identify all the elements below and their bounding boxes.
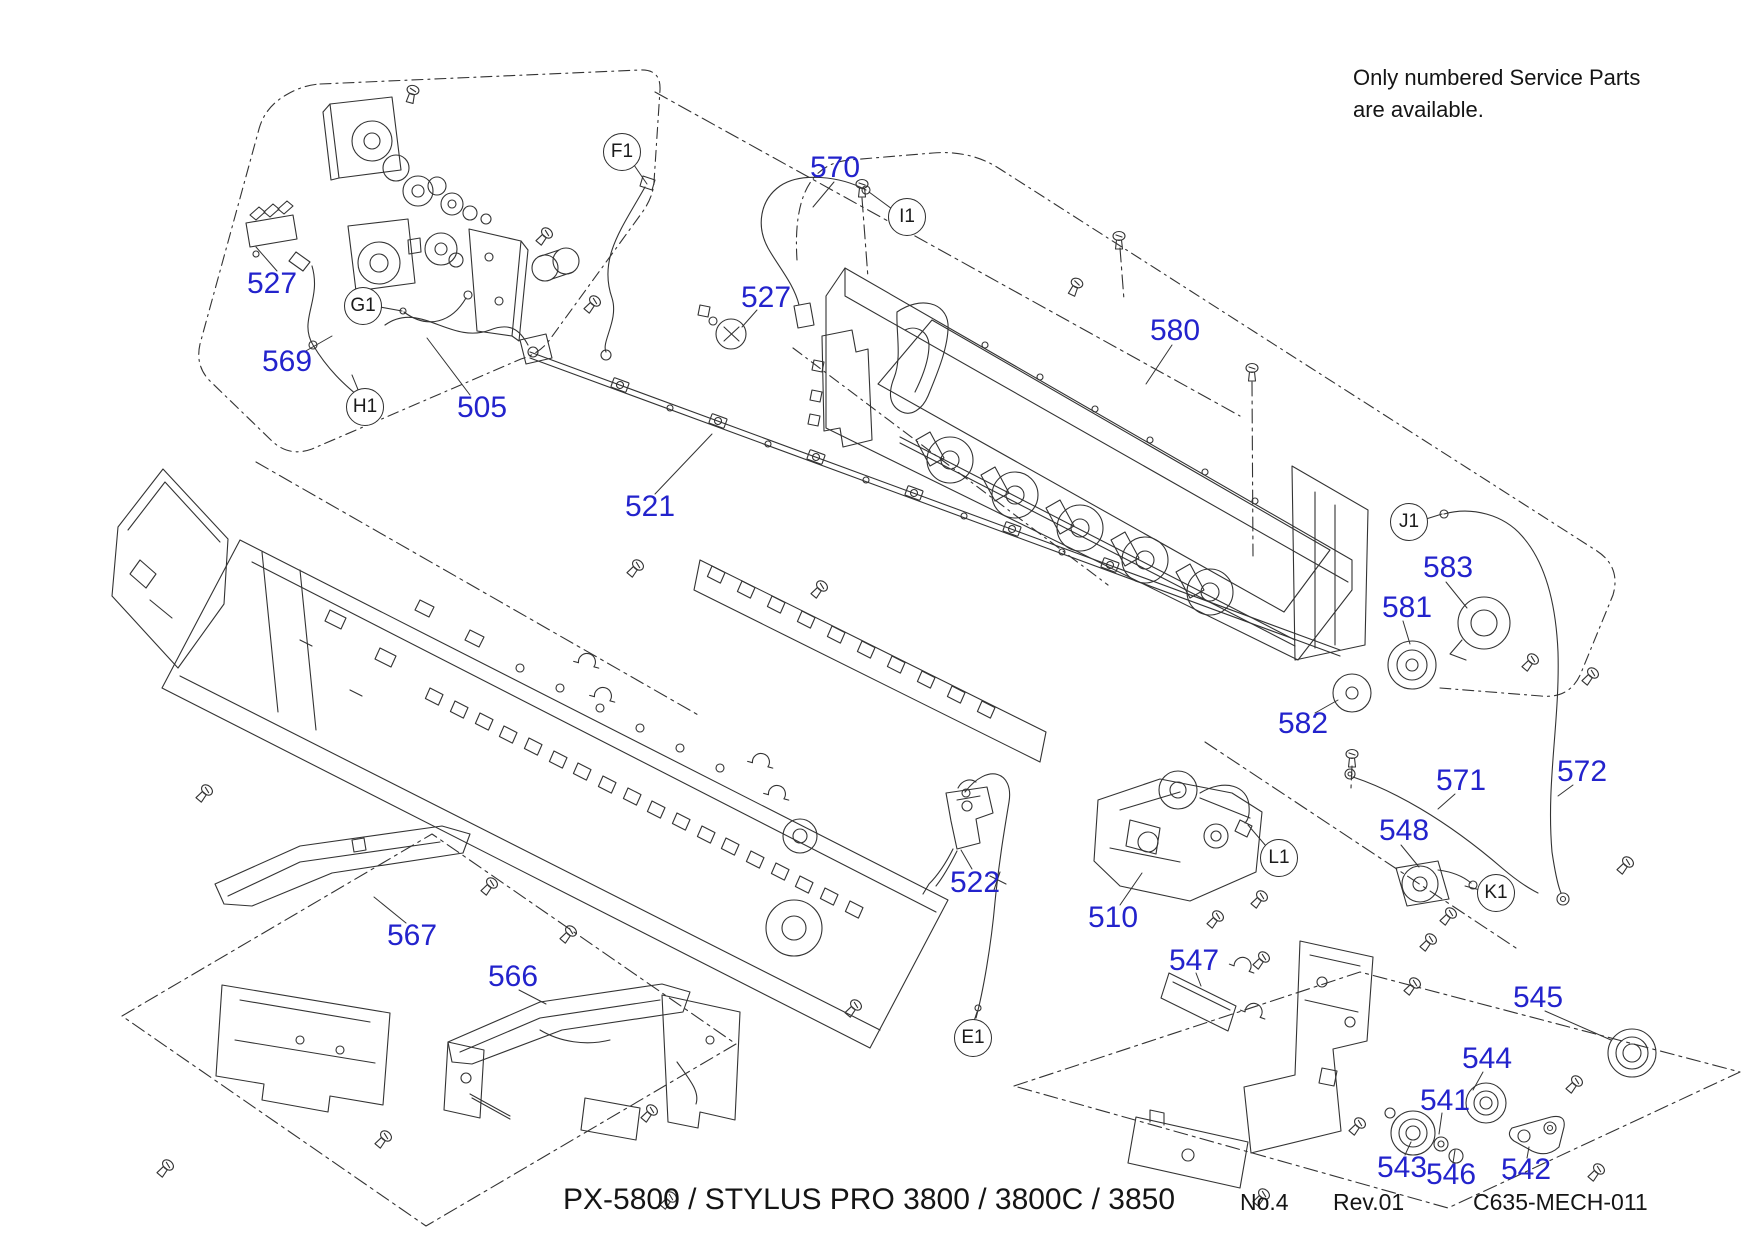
part-label-548-12: 548 [1378, 814, 1430, 847]
part-label-521-3: 521 [624, 490, 676, 523]
part-label-527-0: 527 [246, 267, 298, 300]
starwheel-shaft-521 [519, 333, 1341, 657]
part-label-571-10: 571 [1435, 764, 1487, 797]
dashed-boundary-bottom-left [121, 833, 737, 1227]
part-label-545-18: 545 [1512, 981, 1564, 1014]
part-label-543-21: 543 [1376, 1151, 1428, 1184]
part-label-544-19: 544 [1461, 1042, 1513, 1075]
callout-I1: I1 [888, 198, 926, 236]
part-label-505-2: 505 [456, 391, 508, 424]
footer-model-title: PX-5800 / STYLUS PRO 3800 / 3800C / 3850 [563, 1183, 1176, 1216]
pump-motor-assembly [322, 96, 580, 342]
cable-571 [1344, 768, 1539, 894]
callout-F1: F1 [603, 133, 641, 171]
part-label-580-6: 580 [1149, 314, 1201, 347]
cable-clamp-527-left [245, 200, 311, 272]
part-label-583-7: 583 [1422, 551, 1474, 584]
part-label-581-8: 581 [1381, 591, 1433, 624]
service-note: Only numbered Service Parts are availabl… [1353, 62, 1640, 126]
wire-g1 [399, 290, 473, 323]
lever-522 [922, 786, 994, 895]
footer-document-code: C635-MECH-011 [1473, 1189, 1648, 1215]
service-note-line2: are available. [1353, 96, 1484, 122]
encoder-group [1332, 596, 1511, 713]
part-label-510-13: 510 [1087, 901, 1139, 934]
footer-revision: Rev.01 [1333, 1189, 1405, 1215]
wire-f1 [600, 175, 656, 361]
callout-G1: G1 [344, 287, 382, 325]
callout-E1: E1 [954, 1019, 992, 1057]
axis-lines [255, 91, 1517, 949]
clutch-548 [1395, 860, 1478, 907]
part-label-567-16: 567 [386, 919, 438, 952]
cable-572 [1439, 509, 1570, 906]
part-label-566-17: 566 [487, 960, 539, 993]
leader-lines [255, 164, 1612, 1164]
flat-cable-505 [384, 316, 529, 346]
dashed-boundary-bottom-right [1013, 971, 1741, 1209]
rail-567 [214, 825, 471, 1113]
part-label-582-9: 582 [1277, 707, 1329, 740]
wire-570 [760, 176, 871, 329]
part-label-541-20: 541 [1419, 1084, 1471, 1117]
rail-566 [443, 983, 741, 1141]
service-note-line1: Only numbered Service Parts [1353, 65, 1641, 90]
callout-K1: K1 [1477, 874, 1515, 912]
main-chassis-board [161, 539, 949, 1049]
screws [154, 83, 1637, 1212]
asf-motor-assembly-510 [1093, 770, 1263, 902]
part-label-570-4: 570 [809, 151, 861, 184]
pulley-cluster [1384, 1028, 1657, 1164]
side-plate [111, 468, 229, 669]
slotted-guide-strip [573, 559, 1047, 801]
sensor-wire-e1 [957, 773, 1011, 1019]
footer-sheet-number: No.4 [1240, 1189, 1289, 1215]
callout-J1: J1 [1390, 503, 1428, 541]
cable-clamp-527-right [697, 304, 747, 350]
part-label-546-22: 546 [1425, 1158, 1477, 1191]
part-label-527-5: 527 [740, 281, 792, 314]
part-label-572-11: 572 [1556, 755, 1608, 788]
callout-L1: L1 [1260, 839, 1298, 877]
right-bracket-plate [1127, 940, 1374, 1189]
part-label-547-14: 547 [1168, 944, 1220, 977]
part-label-569-1: 569 [261, 345, 313, 378]
part-label-542-23: 542 [1500, 1153, 1552, 1186]
pad-547 [1160, 972, 1237, 1032]
part-label-522-15: 522 [949, 866, 1001, 899]
platen-frame-580 [807, 267, 1369, 661]
callout-H1: H1 [346, 388, 384, 426]
